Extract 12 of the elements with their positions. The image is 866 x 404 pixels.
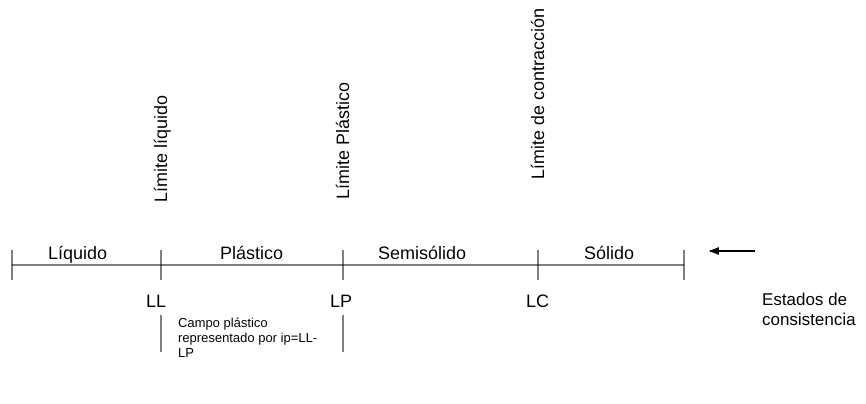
limit-label: Límite Plástico xyxy=(333,82,353,200)
zone-label: Plástico xyxy=(220,243,284,263)
zone-label: Sólido xyxy=(584,243,634,263)
limit-label: Límite de contracción xyxy=(528,8,548,180)
limit-label: Límite líquido xyxy=(151,95,171,202)
note-text: Campo plástico representado por ip=LL-LP xyxy=(178,315,318,360)
zone-label: Líquido xyxy=(48,243,108,263)
zone-label: Semisólido xyxy=(378,243,466,263)
limit-abbreviation: LC xyxy=(526,291,550,311)
limit-abbreviation: LP xyxy=(330,291,352,311)
limit-abbreviation: LL xyxy=(146,291,166,311)
axis-caption: Estados de consistencia xyxy=(762,290,857,330)
